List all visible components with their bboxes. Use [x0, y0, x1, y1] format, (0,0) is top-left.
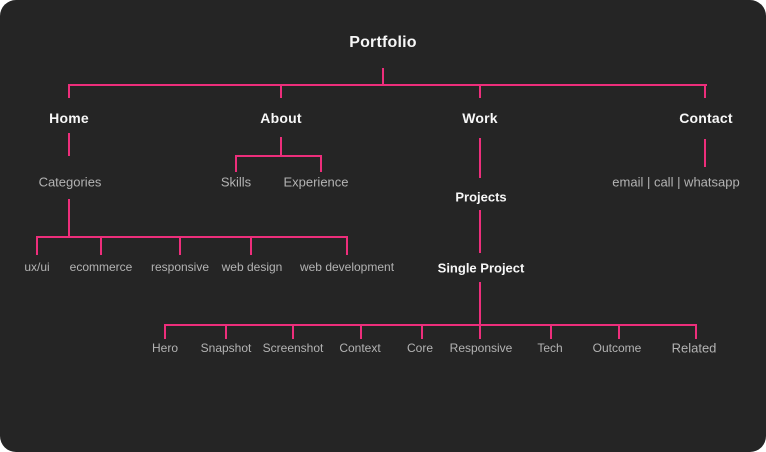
node-single-project: Single Project: [437, 260, 525, 276]
node-hero: Hero: [151, 341, 179, 355]
node-skills: Skills: [220, 174, 252, 190]
tick-web-design: [250, 236, 252, 255]
categories-drop-line: [68, 199, 70, 238]
node-experience: Experience: [283, 174, 349, 190]
tick-skills: [235, 155, 237, 172]
tick-related: [695, 324, 697, 339]
tick-home: [68, 84, 70, 98]
tick-snapshot: [225, 324, 227, 339]
node-tech: Tech: [537, 341, 563, 355]
tick-about: [280, 84, 282, 98]
home-drop-line: [68, 133, 70, 156]
node-core: Core: [406, 341, 434, 355]
tick-outcome: [618, 324, 620, 339]
node-ecommerce: ecommerce: [69, 260, 133, 274]
tick-screenshot: [292, 324, 294, 339]
root-drop-line: [382, 68, 384, 85]
level1-horizontal-line: [68, 84, 707, 86]
node-context: Context: [339, 341, 381, 355]
node-uxui: ux/ui: [24, 260, 50, 274]
node-portfolio: Portfolio: [349, 34, 417, 51]
project-sections-horizontal-line: [164, 324, 697, 326]
projects-drop-line: [479, 210, 481, 253]
node-web-development: web development: [299, 260, 395, 274]
tick-hero: [164, 324, 166, 339]
node-contact-methods: email | call | whatsapp: [612, 174, 740, 190]
tick-contact: [704, 84, 706, 98]
work-drop-line: [479, 138, 481, 178]
single-project-drop-line: [479, 282, 481, 339]
tick-web-development: [346, 236, 348, 255]
node-about: About: [260, 110, 302, 126]
tick-experience: [320, 155, 322, 172]
node-snapshot: Snapshot: [200, 341, 252, 355]
tick-work: [479, 84, 481, 98]
tick-uxui: [36, 236, 38, 255]
node-contact: Contact: [679, 110, 733, 126]
node-responsive-cat: responsive: [150, 260, 210, 274]
node-categories: Categories: [38, 174, 102, 190]
node-projects: Projects: [455, 189, 507, 205]
tick-context: [360, 324, 362, 339]
tick-responsive: [179, 236, 181, 255]
tick-ecommerce: [100, 236, 102, 255]
categories-horizontal-line: [36, 236, 348, 238]
node-screenshot: Screenshot: [262, 341, 324, 355]
tick-core: [421, 324, 423, 339]
node-home: Home: [49, 110, 89, 126]
node-work: Work: [462, 110, 498, 126]
tick-tech: [550, 324, 552, 339]
node-web-design: web design: [221, 260, 283, 274]
node-related: Related: [671, 340, 717, 356]
about-horizontal-line: [235, 155, 322, 157]
node-responsive-sec: Responsive: [449, 341, 513, 355]
about-drop-line: [280, 137, 282, 157]
node-outcome: Outcome: [592, 341, 642, 355]
contact-drop-line: [704, 139, 706, 167]
